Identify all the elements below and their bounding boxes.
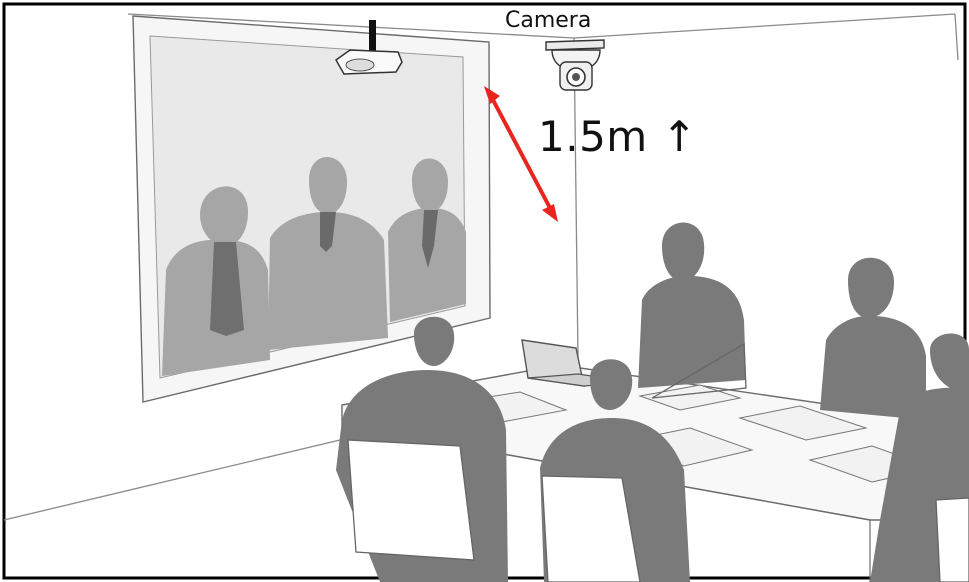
camera-label: Camera (505, 8, 591, 33)
distance-label: 1.5m ↑ (538, 112, 697, 161)
